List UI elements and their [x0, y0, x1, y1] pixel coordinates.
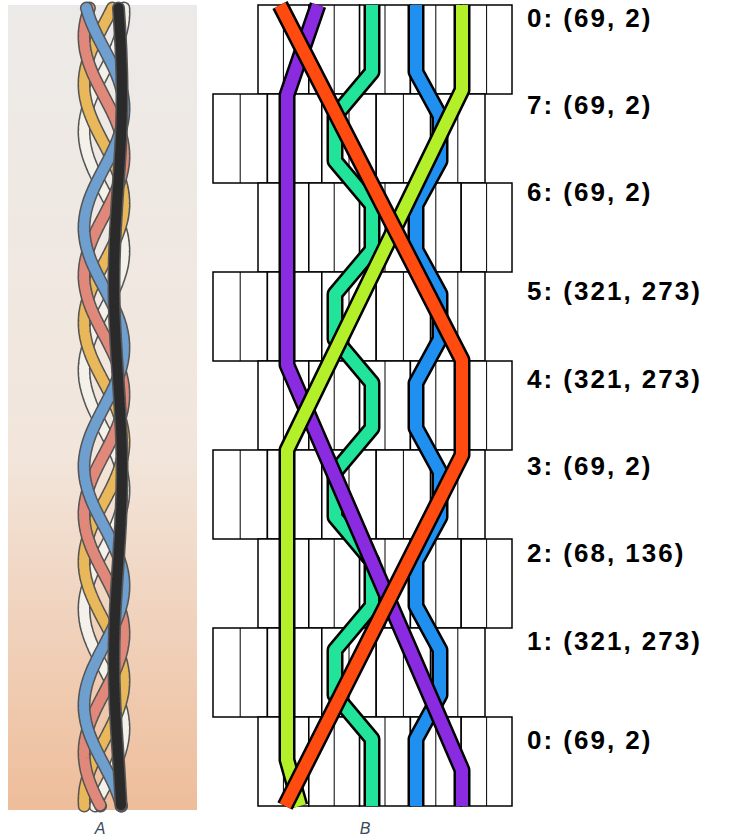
cord-shadow	[84, 8, 124, 806]
braid-photo	[84, 8, 124, 806]
guide-line	[403, 450, 404, 539]
cord	[84, 8, 124, 806]
figure-label: B	[360, 820, 371, 838]
purple-strand-outline	[287, 5, 462, 806]
grid-cell	[309, 183, 360, 272]
row-label: 2: (68, 136)	[527, 538, 685, 568]
red-strand-outline	[280, 5, 462, 806]
cord-shadow	[84, 8, 124, 806]
guide-line	[486, 717, 487, 806]
cord	[84, 8, 124, 806]
guide-line	[240, 272, 241, 361]
grid-cell	[213, 450, 267, 539]
guide-line	[435, 183, 436, 272]
lime-strand	[287, 5, 462, 806]
guide-line	[240, 450, 241, 539]
braid-grid	[213, 5, 512, 806]
guide-line	[334, 183, 335, 272]
guide-line	[385, 361, 386, 450]
row-label: 1: (321, 273)	[527, 626, 702, 656]
figure-label: A	[95, 820, 106, 838]
row-label: 6: (69, 2)	[527, 177, 653, 207]
grid-cell	[213, 628, 267, 717]
guide-line	[486, 361, 487, 450]
cord	[84, 8, 124, 806]
guide-line	[240, 628, 241, 717]
grid-cell	[213, 94, 267, 183]
row-label: 0: (69, 2)	[527, 725, 653, 755]
guide-line	[435, 361, 436, 450]
red-strand	[280, 5, 462, 806]
grid-cell	[461, 183, 512, 272]
guide-line	[334, 5, 335, 94]
guide-line	[403, 272, 404, 361]
grid-cell	[461, 539, 512, 628]
grid-cell	[309, 539, 360, 628]
guide-line	[435, 5, 436, 94]
guide-line	[334, 717, 335, 806]
grid-cell	[213, 272, 267, 361]
cord-shadow	[84, 8, 124, 806]
guide-line	[403, 94, 404, 183]
guide-line	[486, 183, 487, 272]
guide-line	[435, 539, 436, 628]
cord	[114, 8, 122, 806]
guide-line	[457, 628, 458, 717]
guide-line	[486, 5, 487, 94]
row-label: 0: (69, 2)	[527, 3, 653, 33]
lime-strand-outline	[287, 5, 462, 806]
cord-shadow	[114, 8, 122, 806]
braid-strands	[280, 5, 462, 806]
row-label: 3: (69, 2)	[527, 451, 653, 481]
guide-line	[240, 94, 241, 183]
guide-line	[385, 717, 386, 806]
cord-shadow	[84, 8, 124, 806]
guide-line	[334, 361, 335, 450]
guide-line	[385, 5, 386, 94]
row-label: 4: (321, 273)	[527, 364, 702, 394]
photo-background	[8, 5, 197, 810]
cord	[84, 8, 124, 806]
row-label: 5: (321, 273)	[527, 276, 702, 306]
guide-line	[486, 539, 487, 628]
purple-strand	[287, 5, 462, 806]
row-label: 7: (69, 2)	[527, 90, 653, 120]
guide-line	[334, 539, 335, 628]
